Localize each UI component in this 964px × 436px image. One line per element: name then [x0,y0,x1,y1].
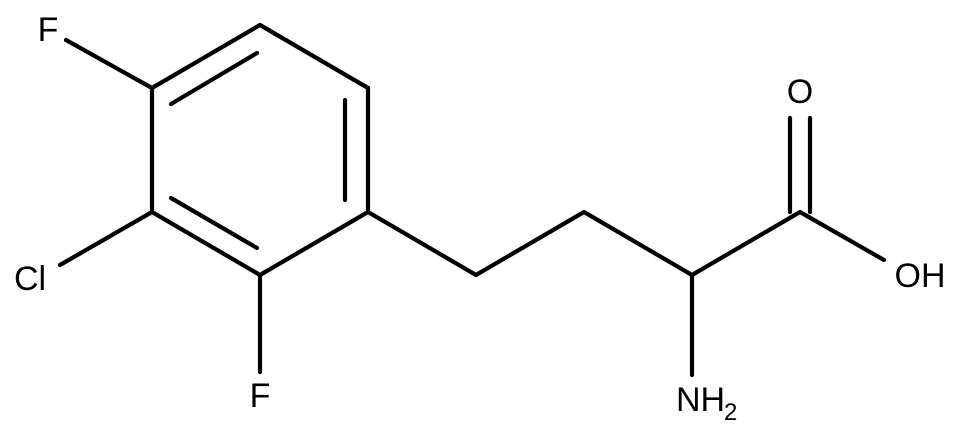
ring-double-bond [168,195,260,251]
benzene-ring [149,22,371,278]
ring-bond [149,22,263,91]
ring-bond [257,209,371,278]
bond-c-oh [797,209,887,263]
atom-amine: NH [676,381,725,419]
bond-c-cl [57,209,155,268]
atom-amine-subscript: 2 [724,399,737,426]
chain-bond [365,209,479,278]
chain-bond [473,209,587,278]
ring-bond [257,22,371,91]
atom-fluorine-top: F [38,11,59,49]
chain-bond [689,209,803,278]
ring-bond [149,209,263,278]
ring-double-bond [168,50,260,107]
chain-bond [581,209,695,278]
atom-oxygen-carbonyl: O [787,73,813,111]
bond-c-f-top [63,37,155,91]
atom-hydroxyl: OH [895,257,946,295]
atom-fluorine-bottom: F [250,377,271,415]
atom-chlorine: Cl [14,260,46,298]
